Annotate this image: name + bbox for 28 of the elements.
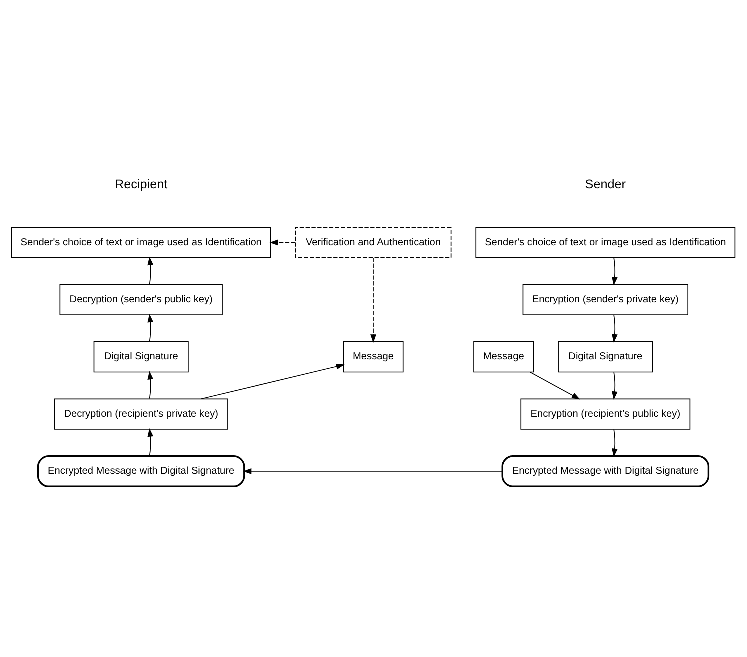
arrow bbox=[612, 429, 618, 458]
label: Sender bbox=[585, 177, 626, 192]
node-box: Message bbox=[474, 342, 534, 373]
arrow bbox=[148, 371, 154, 400]
arrow bbox=[270, 240, 296, 246]
node-box: Verification and Authentication bbox=[295, 227, 452, 258]
node-box: Sender's choice of text or image used as Identification bbox=[11, 227, 272, 258]
node-box: Digital Signature bbox=[558, 342, 654, 373]
arrow bbox=[530, 372, 580, 400]
arrow bbox=[148, 314, 154, 342]
arrow bbox=[612, 372, 618, 400]
arrow bbox=[200, 364, 345, 400]
arrow bbox=[148, 428, 154, 456]
arrow bbox=[148, 256, 154, 285]
arrow bbox=[370, 258, 376, 344]
node-box: Encrypted Message with Digital Signature bbox=[37, 456, 246, 488]
node-box: Decryption (recipient's private key) bbox=[54, 398, 228, 430]
node-box: Decryption (sender's public key) bbox=[60, 284, 223, 316]
node-box: Message bbox=[343, 342, 404, 373]
node-box: Encryption (recipient's public key) bbox=[520, 398, 691, 430]
node-box: Sender's choice of text or image used as Identification bbox=[476, 227, 736, 258]
node-box: Encryption (sender's private key) bbox=[522, 284, 688, 316]
node-box: Encrypted Message with Digital Signature bbox=[502, 456, 710, 488]
arrow bbox=[612, 258, 618, 286]
arrow bbox=[612, 314, 618, 343]
node-box: Digital Signature bbox=[94, 342, 189, 373]
arrow bbox=[243, 468, 503, 474]
label: Recipient bbox=[115, 177, 168, 192]
